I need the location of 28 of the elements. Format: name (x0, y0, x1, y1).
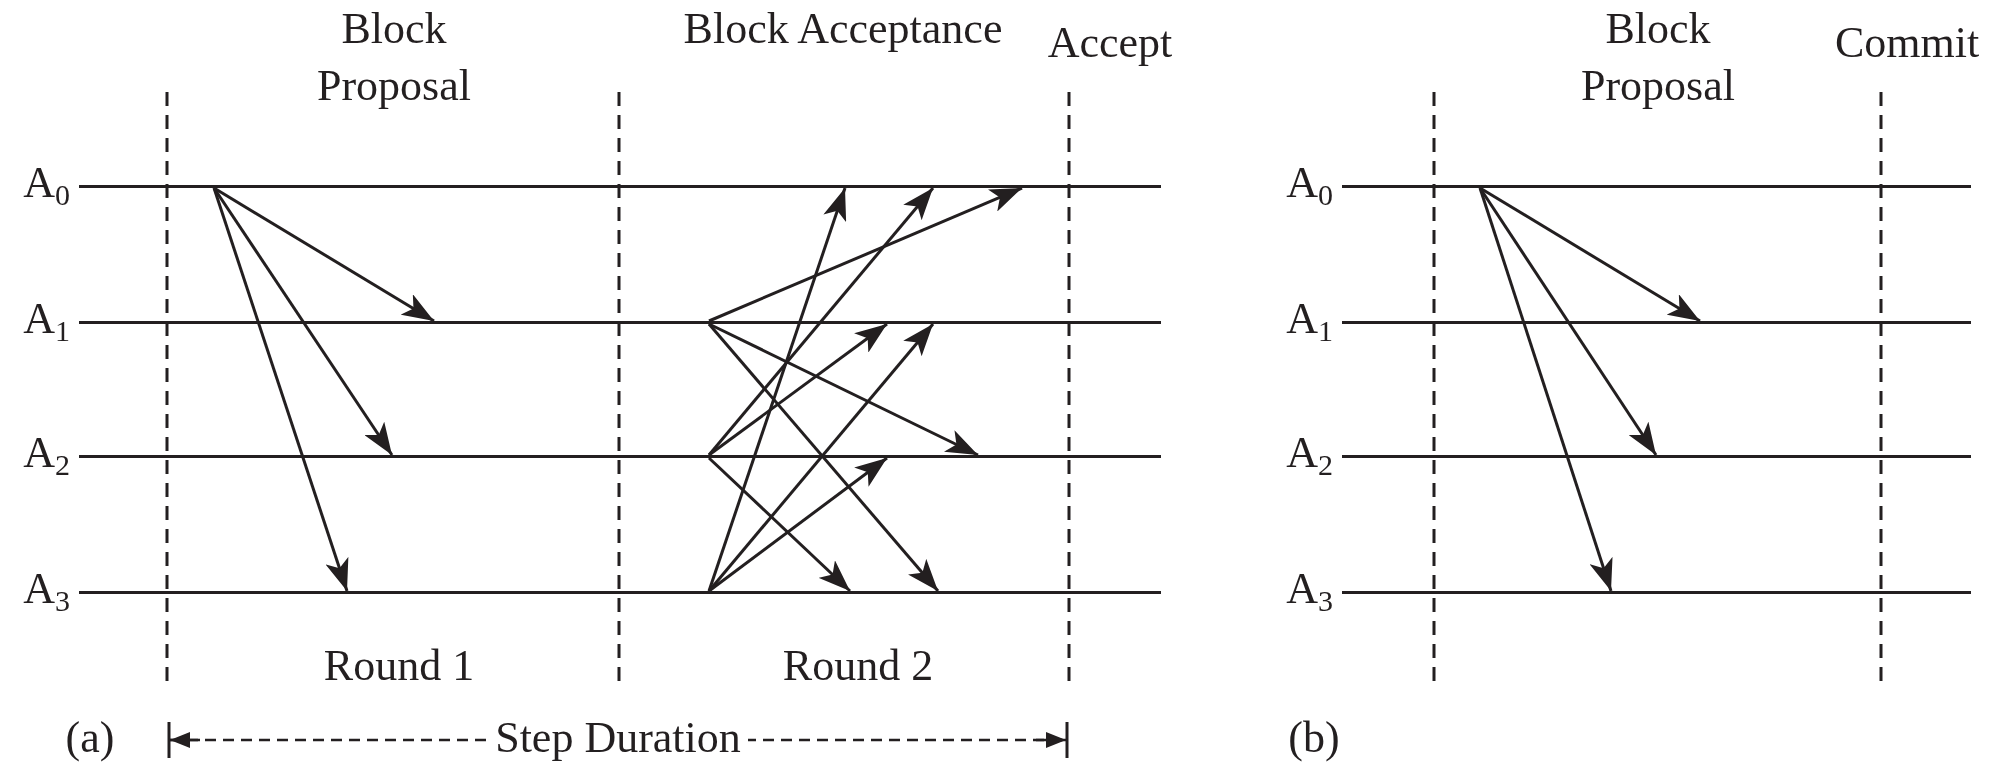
phase-label: Commit (1833, 17, 1981, 69)
message-arrow (1478, 187, 1613, 592)
message-arrow (708, 456, 888, 593)
panel-label: (b) (1287, 712, 1341, 764)
lifeline-label: A$_{1}$ (1286, 297, 1333, 341)
message-arrow (707, 187, 847, 592)
message-arrow (707, 187, 935, 456)
phase-label: Round 1 (322, 640, 476, 692)
lifeline-label: A$_{2}$ (1286, 431, 1333, 475)
message-arrow (707, 456, 852, 593)
message-arrow (708, 322, 888, 457)
panel-label: (a) (64, 712, 116, 764)
phase-label: Block Acceptance (682, 3, 1004, 55)
lifeline-label: A$_{0}$ (1286, 161, 1333, 205)
lifeline-label: A$_{3}$ (1286, 567, 1333, 611)
phase-label: Block Proposal (1580, 3, 1736, 113)
lifeline-label: A$_{0}$ (23, 161, 70, 205)
lifeline-label: A$_{1}$ (23, 297, 70, 341)
phase-label: Round 2 (781, 640, 935, 692)
phase-label: Block Proposal (316, 3, 472, 113)
lifeline-label: A$_{2}$ (23, 431, 70, 475)
message-arrow (708, 186, 1023, 323)
message-arrow (212, 187, 349, 592)
message-arrow (1479, 186, 1701, 323)
phase-label: Accept (1046, 17, 1174, 69)
message-arrow (213, 186, 435, 323)
message-arrow (708, 322, 979, 457)
lifeline-label: A$_{3}$ (23, 567, 70, 611)
